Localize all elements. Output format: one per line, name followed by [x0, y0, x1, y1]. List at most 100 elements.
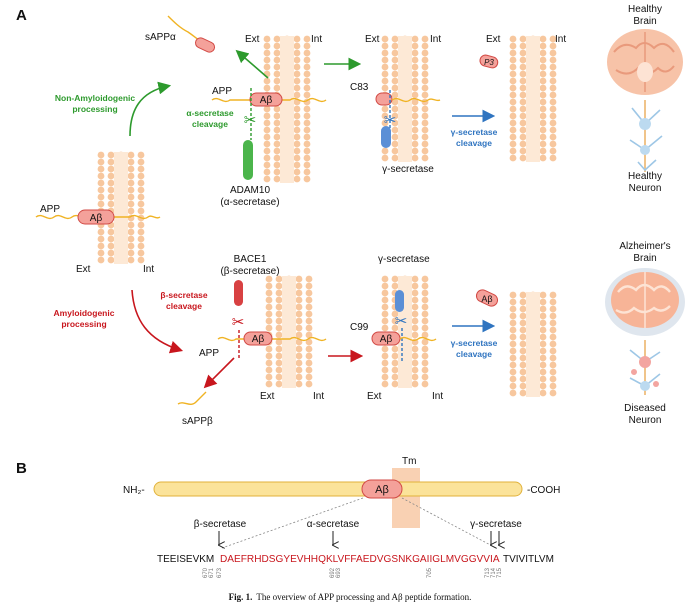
healthy-brain-label-2: Brain	[633, 16, 656, 27]
residue-number: 670	[203, 567, 209, 578]
ext-label-nonamyloid: Ext	[245, 34, 260, 45]
ext-label-amyloid: Ext	[260, 391, 275, 402]
app-label-nonamyloid: APP	[212, 86, 232, 97]
healthy-neuron-label-1: Healthy	[628, 171, 662, 182]
alpha-cleavage-1: α-secretase	[186, 108, 234, 118]
sappb-release-arrow	[203, 357, 235, 389]
gamma-cleavage-1a: γ-secretase	[451, 127, 498, 137]
sappa-fragment	[194, 37, 216, 53]
beta-cleavage-1: β-secretase	[160, 290, 208, 300]
app-label-initial: APP	[40, 204, 60, 215]
residue-number: 673	[217, 567, 223, 578]
gamma-secretase-enzyme-2	[395, 290, 404, 312]
residue-number: 705	[427, 567, 433, 578]
abeta-segment-initial	[77, 209, 115, 225]
sequence-prefix: TEEISEVKM	[157, 554, 214, 565]
diseased-neuron-label-1: Diseased	[624, 403, 666, 414]
gamma-label-2: γ-secretase	[378, 254, 430, 265]
panel-a-label: A	[16, 7, 27, 24]
alpha-release-arrow	[235, 49, 269, 79]
alpha-secretase-site-label: α-secretase	[307, 519, 360, 530]
bace1-label-2: (β-secretase)	[220, 266, 279, 277]
alpha-cleavage-2: cleavage	[192, 119, 228, 129]
c99-label: C99	[350, 322, 369, 333]
membrane-p3	[509, 35, 557, 162]
residue-number: 671	[209, 567, 215, 578]
beta-cleavage-2: cleavage	[166, 301, 202, 311]
adam10-label-1: ADAM10	[230, 185, 270, 196]
membrane-c83	[381, 35, 429, 162]
adam10-label-2: (α-secretase)	[220, 197, 279, 208]
p3-fragment	[479, 54, 499, 69]
non-amyloid-title-1: Non-Amyloidogenic	[55, 93, 136, 103]
membrane-nonamyloid	[263, 35, 311, 183]
healthy-brain-icon	[607, 29, 683, 95]
beta-secretase-site-label: β-secretase	[194, 519, 247, 530]
int-label-p3: Int	[555, 34, 566, 45]
abeta-released	[475, 289, 499, 307]
app-label-amyloid: APP	[199, 348, 219, 359]
abeta-label-amyloid: Aβ	[252, 334, 265, 345]
gamma-cleavage-2a: γ-secretase	[451, 338, 498, 348]
abeta-domain	[361, 479, 403, 499]
scissors-icon-beta: ✂	[232, 314, 245, 331]
residue-number: 714	[491, 567, 497, 578]
abeta-released-label: Aβ	[481, 294, 492, 304]
panel-b-label: B	[16, 460, 27, 477]
c83-label: C83	[350, 82, 369, 93]
gamma-label-1: γ-secretase	[382, 164, 434, 175]
membrane-amyloid	[265, 275, 313, 388]
caption-text: The overview of APP processing and Aβ pe…	[256, 592, 471, 602]
scissors-icon-alpha: ✂	[244, 112, 257, 129]
ext-label-c99: Ext	[367, 391, 382, 402]
healthy-brain-label-1: Healthy	[628, 4, 662, 15]
abeta-segment-nonamyloid	[249, 92, 283, 107]
zoom-line-left	[221, 497, 364, 549]
sappb-strand	[177, 391, 207, 405]
app-protein-bar	[153, 481, 523, 497]
abeta-label-initial: Aβ	[90, 213, 103, 224]
abeta-domain-label: Aβ	[375, 484, 389, 496]
tm-region	[392, 468, 420, 528]
gamma-cleavage-1b: cleavage	[456, 138, 492, 148]
gamma-secretase-enzyme-1	[381, 126, 391, 148]
zoom-line-right	[401, 497, 497, 549]
tm-label: Tm	[402, 456, 416, 467]
int-label-c83: Int	[430, 34, 441, 45]
int-label-initial: Int	[143, 264, 154, 275]
sequence-suffix: TVIVITLVM	[503, 554, 554, 565]
amyloid-arrow	[131, 289, 184, 354]
ext-label-c83: Ext	[365, 34, 380, 45]
healthy-neuron-label-2: Neuron	[629, 183, 662, 194]
healthy-neuron-icon	[629, 100, 663, 172]
residue-number: 713	[485, 567, 491, 578]
abeta-label-nonamyloid: Aβ	[260, 95, 273, 106]
p3-label: P3	[484, 58, 494, 67]
bace1-enzyme	[234, 280, 243, 306]
c83-fragment	[375, 92, 393, 106]
caption-prefix: Fig. 1.	[229, 592, 253, 602]
abeta-segment-amyloid	[243, 331, 273, 346]
amyloid-title-1: Amyloidogenic	[54, 308, 115, 318]
c83-strand	[391, 97, 441, 103]
membrane-initial	[97, 151, 145, 264]
scissors-icon-gamma-1: ✂	[384, 112, 397, 129]
nh2-terminus: NH₂-	[123, 485, 145, 496]
residue-number: 693	[336, 567, 342, 578]
diseased-neuron-label-2: Neuron	[629, 415, 662, 426]
int-label-nonamyloid: Int	[311, 34, 322, 45]
gamma-cleavage-2b: cleavage	[456, 349, 492, 359]
adam10-enzyme	[243, 140, 253, 180]
bace1-label-1: BACE1	[234, 254, 267, 265]
alz-brain-label-2: Brain	[633, 253, 656, 264]
alz-brain-label-1: Alzheimer's	[619, 241, 670, 252]
ext-label-p3: Ext	[486, 34, 501, 45]
cooh-terminus: -COOH	[527, 485, 560, 496]
residue-number: 692	[330, 567, 336, 578]
diseased-neuron-icon	[629, 340, 661, 395]
non-amyloid-arrow	[129, 81, 172, 137]
scissors-icon-gamma-2: ✂	[395, 313, 408, 330]
non-amyloid-title-2: processing	[72, 104, 117, 114]
